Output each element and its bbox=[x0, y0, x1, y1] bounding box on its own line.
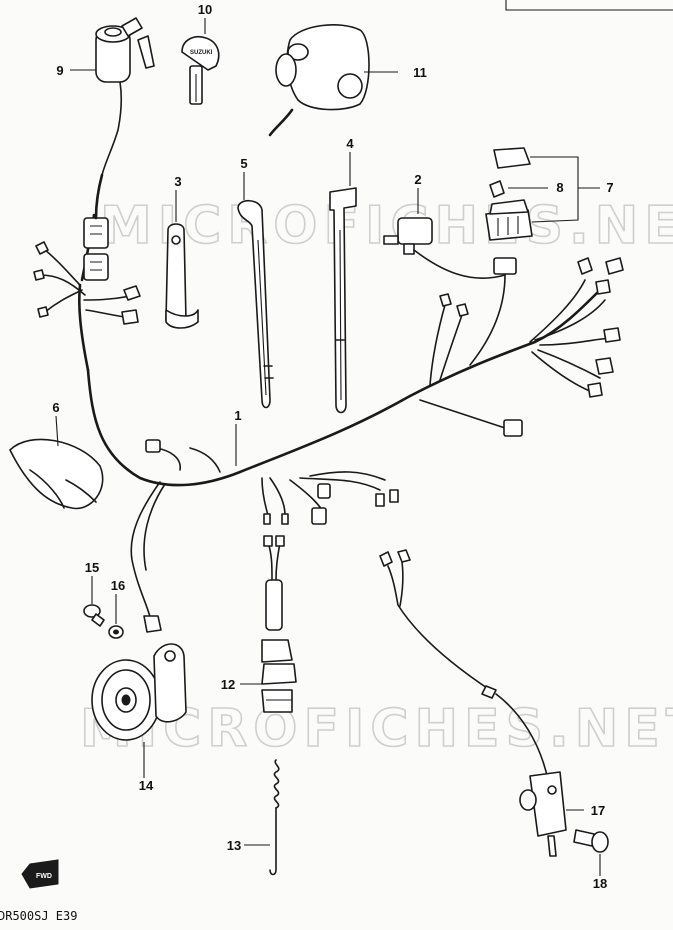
ignition-switch bbox=[94, 17, 155, 220]
callout-1: 1 bbox=[234, 408, 241, 423]
corner-frame bbox=[505, 0, 673, 11]
watermark-top: MICROFICHES.NET bbox=[100, 196, 673, 256]
callout-18: 18 bbox=[593, 876, 607, 891]
switch-plunger bbox=[269, 759, 280, 876]
callout-9: 9 bbox=[56, 63, 63, 78]
callout-11: 11 bbox=[413, 65, 427, 80]
bolt-and-washer bbox=[83, 604, 124, 639]
relay bbox=[383, 217, 506, 279]
callout-labels: 1 2 3 4 5 6 7 8 9 10 11 12 13 14 15 16 1… bbox=[52, 2, 613, 891]
leader-lines bbox=[55, 18, 601, 876]
callout-10: 10 bbox=[198, 2, 212, 17]
horn bbox=[91, 643, 187, 741]
brake-light-switch bbox=[379, 549, 567, 857]
callout-5: 5 bbox=[240, 156, 247, 171]
callout-12: 12 bbox=[221, 677, 235, 692]
clamp-bracket bbox=[165, 223, 199, 329]
fuse-box bbox=[485, 147, 533, 241]
callout-2: 2 bbox=[414, 172, 421, 187]
callout-17: 17 bbox=[591, 803, 605, 818]
callout-13: 13 bbox=[227, 838, 241, 853]
handlebar-switch bbox=[268, 24, 370, 137]
svg-text:SUZUKI: SUZUKI bbox=[190, 50, 213, 56]
ignition-key: SUZUKI bbox=[181, 36, 220, 105]
callout-7: 7 bbox=[606, 180, 613, 195]
wiring-harness bbox=[33, 213, 624, 633]
model-code: DR500SJ E39 bbox=[0, 909, 77, 923]
forward-direction-badge: FWD bbox=[21, 859, 59, 889]
callout-15: 15 bbox=[85, 560, 99, 575]
neutral-switch bbox=[261, 535, 297, 713]
callout-3: 3 bbox=[174, 174, 181, 189]
callout-14: 14 bbox=[139, 778, 154, 793]
protective-sleeve bbox=[9, 438, 104, 510]
screw bbox=[573, 829, 609, 853]
callout-8: 8 bbox=[556, 180, 563, 195]
cable-tie bbox=[329, 187, 357, 414]
callout-16: 16 bbox=[111, 578, 125, 593]
callout-6: 6 bbox=[52, 400, 59, 415]
callout-4: 4 bbox=[346, 136, 354, 151]
fwd-label: FWD bbox=[36, 873, 52, 880]
clamp-strap bbox=[237, 199, 274, 409]
